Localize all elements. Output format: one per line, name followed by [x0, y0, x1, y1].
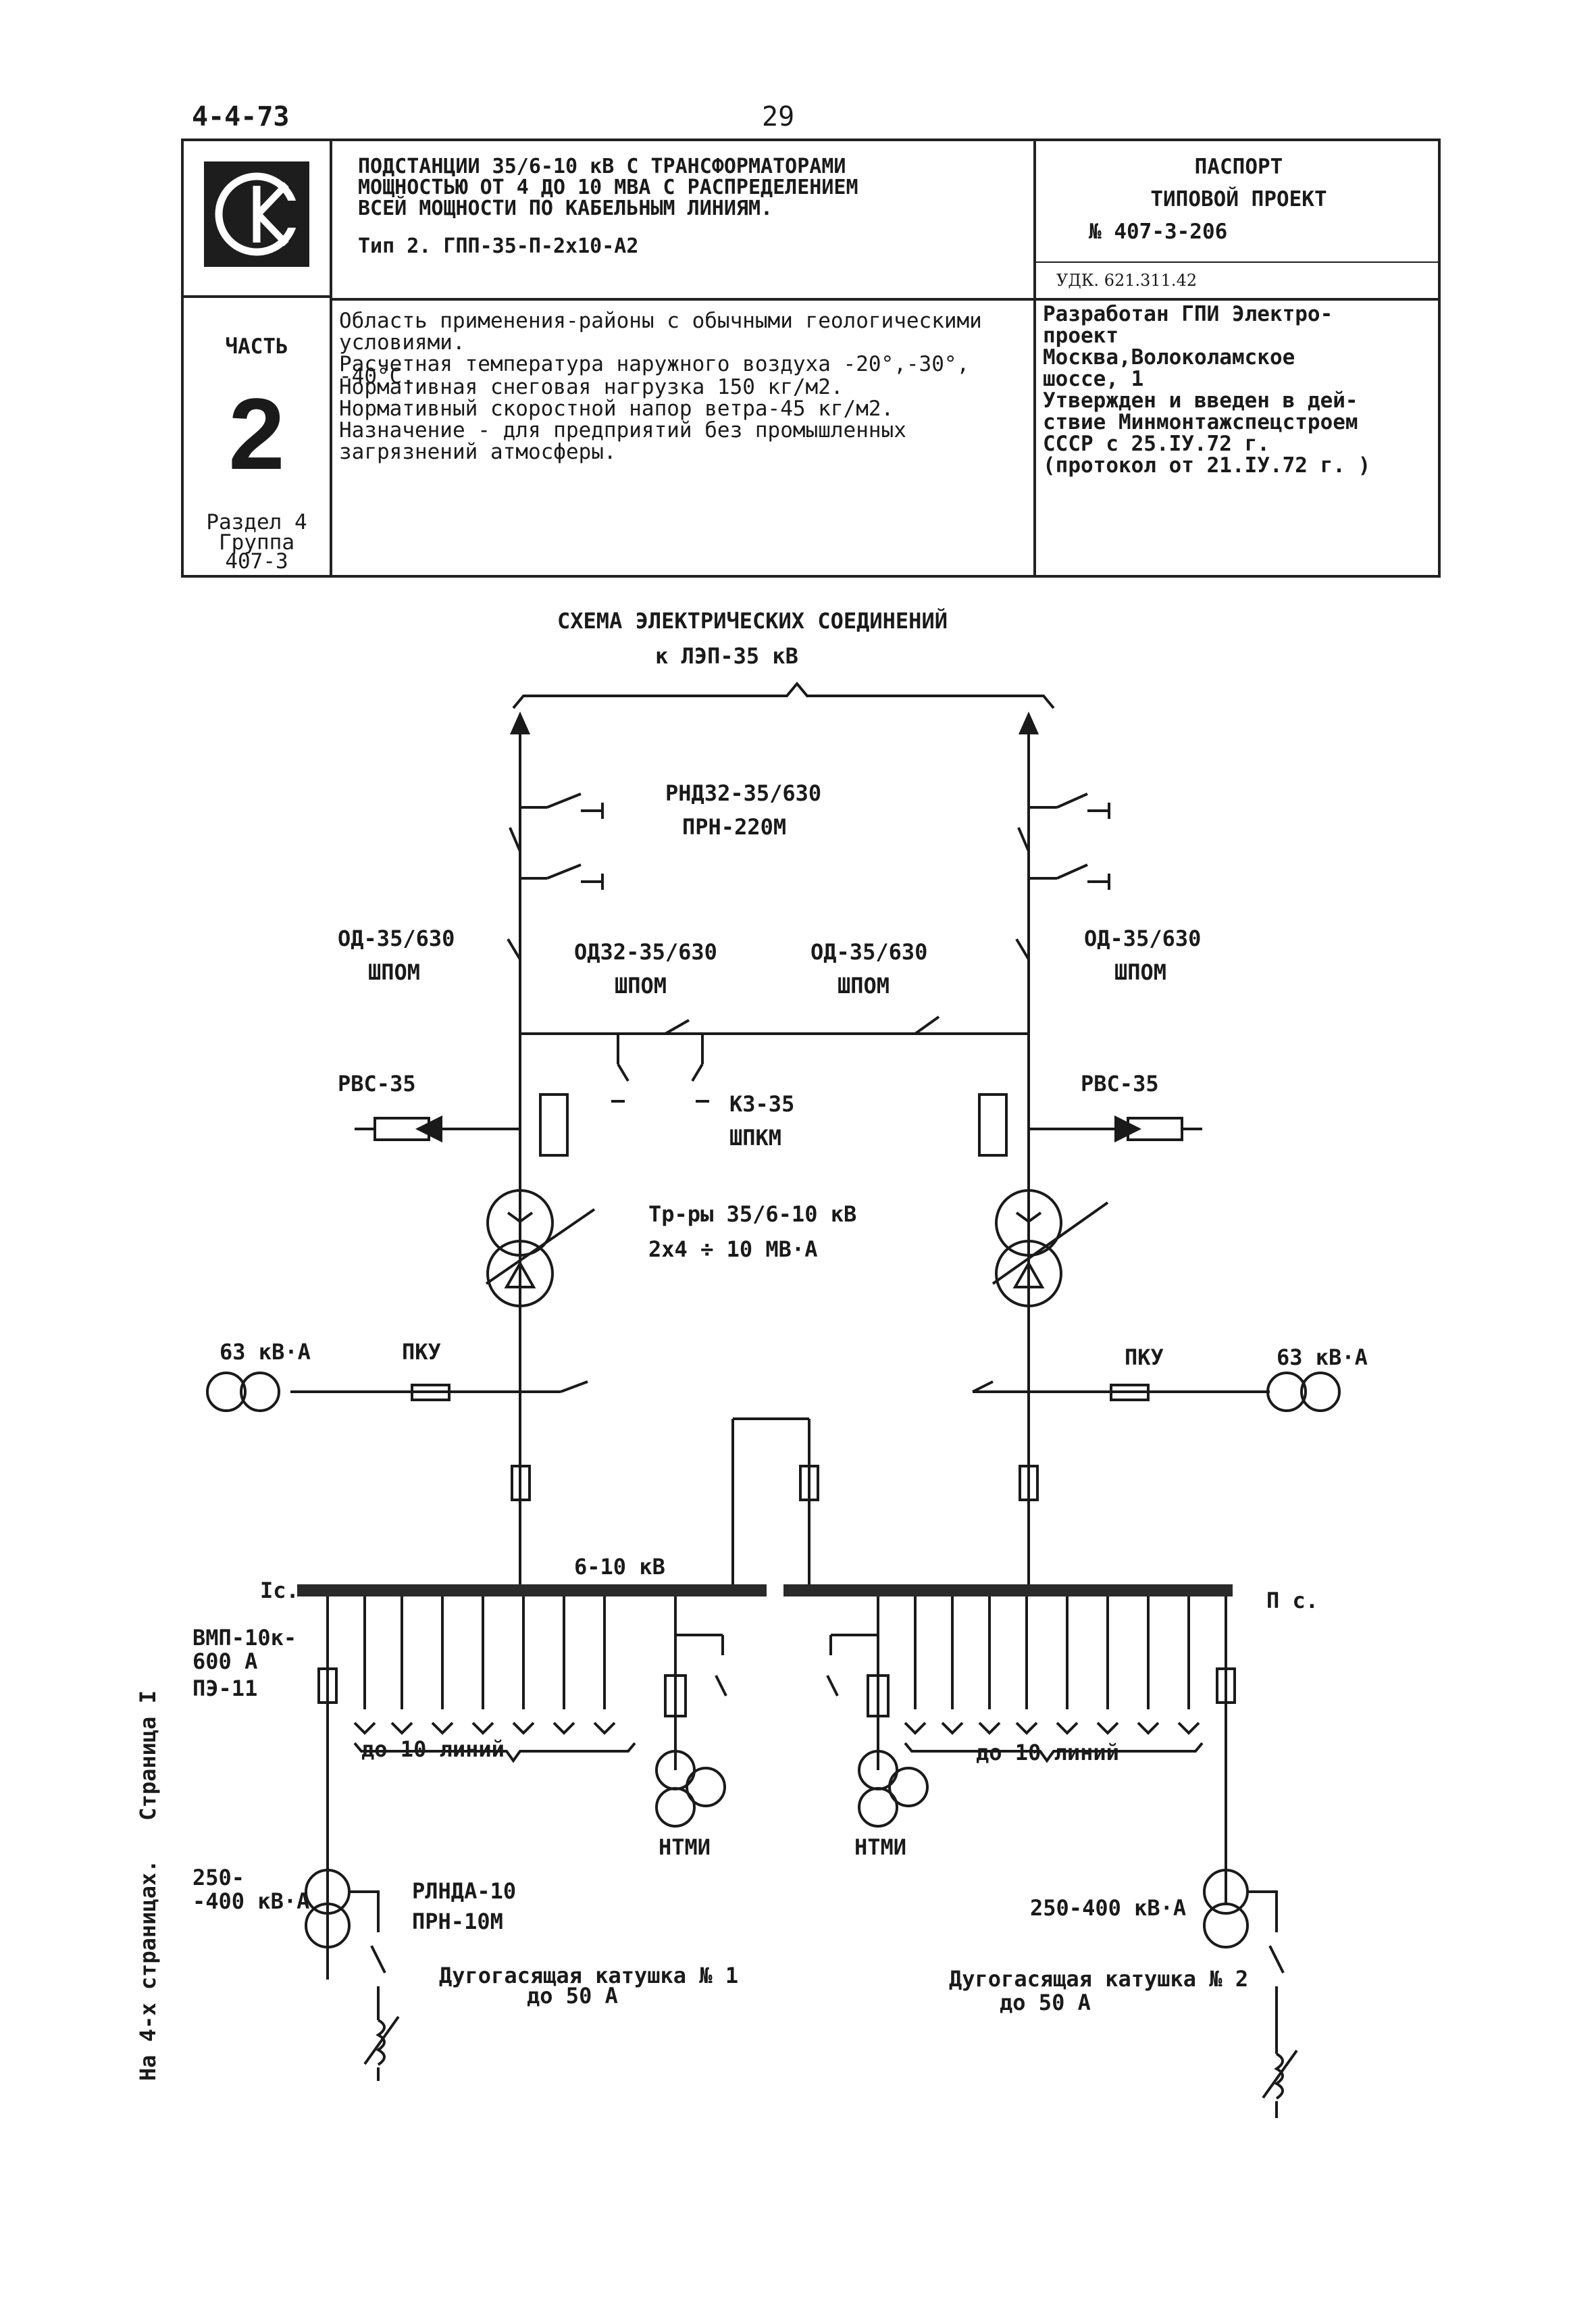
label-section-left: Iс.	[260, 1578, 299, 1603]
label-pku-right: ПКУ	[1125, 1344, 1164, 1370]
label-coil-right-2: до 50 А	[1000, 1990, 1091, 2015]
label-transformer-power: 2х4 ÷ 10 МВ·А	[648, 1236, 817, 1262]
label-vmp-2: 600 А	[192, 1649, 257, 1674]
application-description: Область применения-районы с обычными гео…	[339, 309, 982, 464]
label-ntmi-left: НТМИ	[659, 1834, 711, 1860]
label-odz-top: ОДЗ2-35/630	[574, 939, 717, 965]
label-od-right-bottom: ШПОМ	[1114, 959, 1166, 985]
label-rvs-right: РВС-35	[1081, 1071, 1159, 1097]
diagram-subtitle: к ЛЭП-35 кВ	[655, 643, 798, 669]
project-type: Тип 2. ГПП-35-П-2х10-А2	[358, 234, 639, 258]
label-tr-small-right: 250-400 кВ·А	[1030, 1895, 1186, 1921]
label-vmp-3: ПЭ-11	[192, 1676, 257, 1701]
group-label: Группа	[219, 530, 294, 555]
label-od-mid-bottom: ШПОМ	[838, 973, 890, 999]
label-lines-right: до 10 линий	[976, 1740, 1119, 1765]
label-vmp-1: ВМП-10к-	[192, 1625, 297, 1651]
page-number: 29	[762, 101, 795, 132]
udk-code: УДК. 621.311.42	[1056, 271, 1198, 290]
developer-info: Разработан ГПИ Электро- проект Москва,Во…	[1043, 302, 1371, 478]
project-number: № 407-3-206	[1089, 220, 1228, 244]
section-label: Раздел 4	[206, 510, 307, 534]
label-aux-right: 63 кВ·А	[1277, 1344, 1368, 1370]
label-rnd-top: РНДЗ2-35/630	[665, 780, 821, 806]
label-od-left-bottom: ШПОМ	[368, 959, 420, 985]
part-label: ЧАСТЬ	[225, 334, 288, 359]
label-odz-bottom: ШПОМ	[615, 973, 667, 999]
project-label: ТИПОВОЙ ПРОЕКТ	[1150, 187, 1327, 211]
label-coil-left-1: Дугогасящая катушка № 1	[439, 1963, 738, 1988]
project-title: ПОДСТАНЦИИ 35/6-10 кВ С ТРАНСФОРМАТОРАМИ…	[358, 155, 858, 220]
label-rlnd-top: РЛНДА-10	[412, 1878, 516, 1904]
part-number: 2	[228, 377, 285, 491]
label-lines-left: до 10 линий	[361, 1736, 505, 1762]
label-transformers: Тр-ры 35/6-10 кВ	[648, 1201, 856, 1227]
label-od-left-top: ОД-35/630	[338, 926, 455, 951]
label-rvs-left: РВС-35	[338, 1071, 416, 1097]
label-od-right-top: ОД-35/630	[1084, 926, 1201, 951]
diagram-title: СХЕМА ЭЛЕКТРИЧЕСКИХ СОЕДИНЕНИЙ	[557, 608, 948, 634]
label-od-mid-top: ОД-35/630	[810, 939, 927, 965]
label-rlnd-bottom: ПРН-10М	[412, 1909, 503, 1934]
passport-table: ПОДСТАНЦИИ 35/6-10 кВ С ТРАНСФОРМАТОРАМИ…	[181, 139, 1441, 578]
label-tr-small-left-1: 250-	[192, 1865, 244, 1890]
passport-label: ПАСПОРТ	[1194, 155, 1283, 179]
label-coil-left-2: до 50 А	[527, 1983, 618, 2009]
label-bus-voltage: 6-10 кВ	[574, 1554, 665, 1580]
group-number: 407-3	[225, 549, 288, 574]
label-kz-top: КЗ-35	[729, 1091, 794, 1117]
label-ntmi-right: НТМИ	[854, 1834, 906, 1860]
label-pku-left: ПКУ	[402, 1339, 441, 1365]
document-code: 4-4-73	[192, 101, 290, 132]
label-aux-left: 63 кВ·А	[220, 1339, 311, 1365]
sk-logo-icon	[204, 161, 309, 267]
label-kz-bottom: ШПКМ	[729, 1125, 781, 1151]
label-coil-right-1: Дугогасящая катушка № 2	[949, 1966, 1248, 1992]
label-rnd-bottom: ПРН-220М	[682, 814, 786, 840]
label-section-right: П с.	[1266, 1588, 1318, 1613]
label-tr-small-left-2: -400 кВ·А	[192, 1888, 309, 1914]
